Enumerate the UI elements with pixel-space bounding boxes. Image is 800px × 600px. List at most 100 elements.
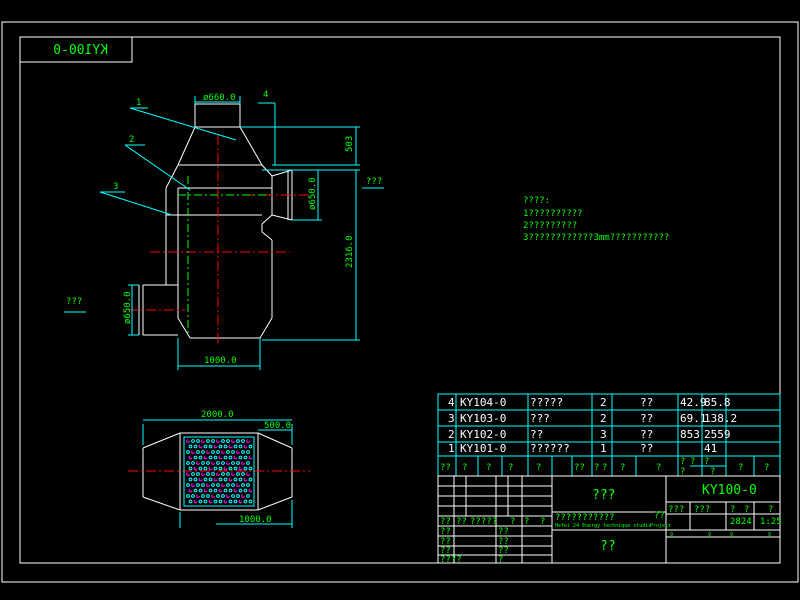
sheet-outer-border bbox=[1, 21, 799, 583]
tube-mark bbox=[213, 499, 218, 504]
tube-mark bbox=[186, 483, 190, 487]
tube-mark bbox=[241, 472, 245, 476]
bom-cell-code: KY101-0 bbox=[460, 442, 506, 455]
dim-inlet-diameter: ø650.0 bbox=[123, 291, 133, 324]
title-info-num: 9 bbox=[670, 532, 673, 538]
notes-line-1: 1?????????? bbox=[523, 209, 583, 219]
tube-mark bbox=[241, 461, 245, 465]
bom-cell-mat: ?? bbox=[640, 442, 653, 455]
tube-mark bbox=[226, 472, 230, 476]
tube-mark bbox=[221, 461, 225, 465]
title-info-header: ? bbox=[744, 505, 749, 515]
tube-mark bbox=[198, 477, 203, 482]
tube-mark bbox=[216, 472, 220, 476]
tube-mark bbox=[188, 488, 193, 493]
flow-out-label: ??? bbox=[366, 177, 382, 187]
tube-mark bbox=[196, 450, 200, 454]
tube-mark bbox=[236, 494, 240, 498]
title-info-num: 9 bbox=[730, 532, 733, 538]
bom-cell-name: ?? bbox=[530, 428, 543, 441]
tube-mark bbox=[191, 439, 195, 443]
title-drawing-name: ??? bbox=[592, 488, 615, 503]
tube-mark bbox=[243, 499, 248, 504]
tube-mark bbox=[241, 494, 245, 498]
bom-header-cell: ?? bbox=[440, 463, 451, 473]
bom-cell-name: ??? bbox=[530, 412, 550, 425]
tube-mark bbox=[228, 455, 233, 460]
tube-mark bbox=[218, 466, 223, 471]
tube-mark bbox=[201, 483, 205, 487]
tube-mark bbox=[223, 499, 228, 504]
title-info-header: ??? bbox=[668, 505, 684, 515]
dim-body-width: 1000.0 bbox=[204, 356, 237, 366]
sig-label: ?? bbox=[440, 517, 451, 527]
tube-mark bbox=[203, 466, 208, 471]
title-info-header: ? bbox=[730, 505, 735, 515]
tube-mark bbox=[211, 461, 215, 465]
tube-mark bbox=[193, 466, 198, 471]
title-info-header: ? bbox=[768, 505, 773, 515]
tube-mark bbox=[193, 488, 198, 493]
flow-in-label: ??? bbox=[66, 297, 82, 307]
tube-mark bbox=[233, 488, 238, 493]
title-signature-labels: ?? ?? ????? ? ? ? ?? ?? ?? ?? ?? ?? ????… bbox=[440, 517, 545, 565]
tube-mark bbox=[188, 455, 193, 460]
tube-mark bbox=[243, 444, 248, 449]
mirrored-number-box bbox=[19, 36, 133, 63]
sig-label: ?? bbox=[498, 537, 509, 547]
bom-cell-name: ?????? bbox=[530, 442, 570, 455]
dim-top-bottom: 1000.0 bbox=[239, 515, 272, 525]
bom-cell-no: 3 bbox=[448, 412, 455, 425]
sig-label: ???? bbox=[440, 555, 462, 565]
tube-mark bbox=[236, 450, 240, 454]
tube-mark bbox=[191, 494, 195, 498]
bom-header-sub: ? bbox=[710, 467, 715, 477]
tube-mark bbox=[188, 466, 193, 471]
tube-mark bbox=[226, 483, 230, 487]
tube-mark bbox=[238, 488, 243, 493]
title-info-num: 9 bbox=[708, 532, 711, 538]
tube-mark bbox=[198, 488, 203, 493]
tube-mark bbox=[223, 477, 228, 482]
tube-mark bbox=[196, 472, 200, 476]
tube-mark bbox=[228, 488, 233, 493]
tube-mark bbox=[203, 444, 208, 449]
tube-mark bbox=[213, 488, 218, 493]
tube-mark bbox=[213, 466, 218, 471]
bom-cell-no: 4 bbox=[448, 396, 455, 409]
sig-label: ?? bbox=[498, 527, 509, 537]
tube-mark bbox=[226, 461, 230, 465]
tube-mark bbox=[208, 444, 213, 449]
title-scale: 1:25 bbox=[760, 517, 782, 527]
tube-mark bbox=[206, 461, 210, 465]
title-block-grid bbox=[437, 475, 781, 564]
tube-mark bbox=[201, 472, 205, 476]
tube-mark bbox=[188, 444, 193, 449]
bom-cell-code: KY104-0 bbox=[460, 396, 506, 409]
bom-header-sub: ? bbox=[704, 457, 709, 467]
tube-mark bbox=[198, 444, 203, 449]
front-view bbox=[64, 96, 384, 370]
tube-mark bbox=[236, 439, 240, 443]
bom-cell-w2: 2559 bbox=[704, 428, 731, 441]
tube-mark bbox=[241, 483, 245, 487]
title-info-num: 9 bbox=[768, 532, 771, 538]
tube-mark bbox=[198, 466, 203, 471]
tube-mark bbox=[243, 455, 248, 460]
bom-header-cell: ?? bbox=[574, 463, 585, 473]
tube-mark bbox=[186, 450, 190, 454]
tube-mark bbox=[213, 477, 218, 482]
bom-header-cell: ? bbox=[462, 463, 467, 473]
leader-label-3: 3 bbox=[113, 182, 118, 192]
tube-mark bbox=[196, 483, 200, 487]
bom-cell-w1: 853 bbox=[680, 428, 700, 441]
tube-mark bbox=[238, 444, 243, 449]
tube-mark bbox=[243, 477, 248, 482]
tube-mark bbox=[191, 472, 195, 476]
tube-mark bbox=[208, 466, 213, 471]
tube-mark bbox=[236, 472, 240, 476]
bom-header-cell: ? bbox=[602, 463, 607, 473]
tube-mark bbox=[201, 494, 205, 498]
tube-mark bbox=[241, 450, 245, 454]
